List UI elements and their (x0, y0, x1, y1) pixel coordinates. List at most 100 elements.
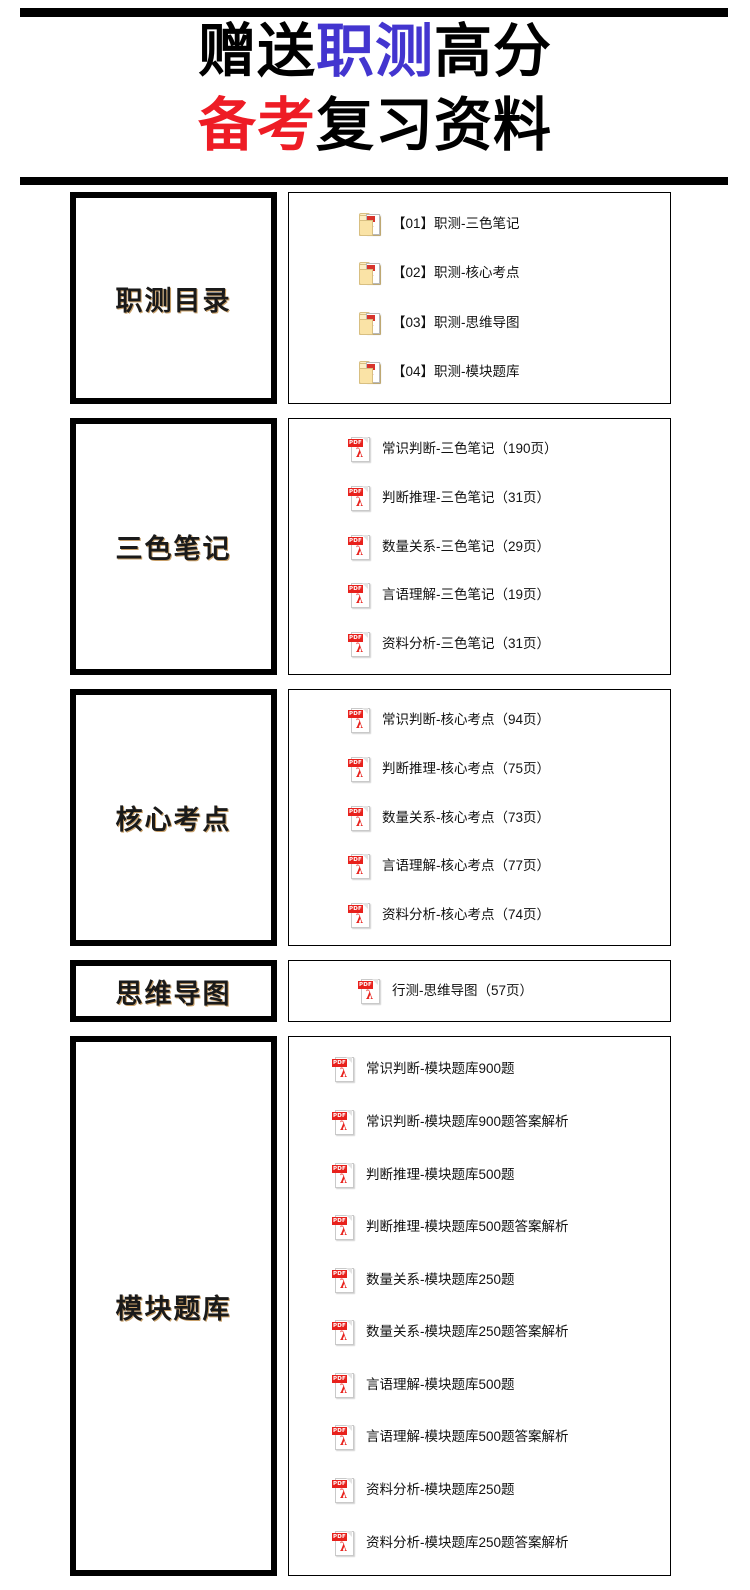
file-name-label: 常识判断-核心考点（94页） (382, 712, 551, 728)
title-segment-1: 赠送 (197, 17, 316, 85)
section-label: 思维导图 (115, 978, 232, 1010)
acrobat-glyph: λ (355, 592, 364, 608)
section-label-box: 职测目录 (70, 192, 277, 404)
pdf-tag-label: PDF (332, 1427, 347, 1436)
section-label-box: 思维导图 (70, 960, 277, 1022)
section-file-list: λ【01】职测-三色笔记 λ 【02】职测-核心考点 λ 【03】职测-思维导图 λ 【04… (288, 192, 671, 404)
section-label-box: 核心考点 (70, 689, 277, 946)
file-name-label: 判断推理-三色笔记（31页） (382, 489, 551, 505)
pdf-tag-label: PDF (348, 487, 363, 496)
pdf-tag-label: PDF (332, 1217, 347, 1226)
acrobat-glyph: λ (339, 1066, 348, 1082)
title-segment-2-highlight: 职测 (315, 17, 434, 85)
folder-front-shape (359, 269, 373, 286)
pdf-tag-label: PDF (348, 807, 363, 816)
catalog-section: 职测目录 λ【01】职测-三色笔记 λ 【02】职测-核心考点 λ 【03】职测-思维导图… (0, 192, 750, 404)
folder-front-shape (359, 368, 373, 385)
file-list-item[interactable]: λ 【03】职测-思维导图 (349, 298, 670, 348)
pdf-fold-shape (372, 979, 378, 985)
pdf-tag-label: PDF (332, 1164, 347, 1173)
folder-doc-tag (367, 314, 375, 321)
file-list-item[interactable]: λ 【04】职测-模块题库 (349, 348, 670, 398)
folder-pdf-icon: λ (357, 259, 383, 287)
file-name-label: 【03】职测-思维导图 (392, 314, 520, 330)
catalog-sections: 职测目录 λ【01】职测-三色笔记 λ 【02】职测-核心考点 λ 【03】职测-思维导图… (0, 192, 750, 1590)
file-list-item[interactable]: λ【01】职测-三色笔记 (349, 199, 670, 249)
file-name-label: 数量关系-核心考点（73页） (382, 809, 551, 825)
header-title-line-1: 赠送职测高分 (0, 14, 750, 88)
pdf-fold-shape (346, 1215, 352, 1222)
file-name-label: 资料分析-模块题库250题答案解析 (366, 1534, 569, 1550)
section-label: 核心考点 (115, 805, 232, 836)
title-segment-3: 高分 (434, 17, 553, 85)
file-name-label: 判断推理-模块题库500题 (366, 1166, 515, 1182)
pdf-tag-label: PDF (332, 1111, 347, 1120)
pdf-tag-label: PDF (348, 758, 363, 767)
file-name-label: 【04】职测-模块题库 (392, 364, 520, 380)
pdf-fold-shape (346, 1267, 352, 1274)
file-name-label: 【02】职测-核心考点 (392, 265, 520, 281)
acrobat-glyph: λ (339, 1118, 348, 1134)
pdf-fold-shape (362, 805, 368, 812)
folder-front-shape (359, 318, 373, 335)
pdf-fold-shape (346, 1372, 352, 1379)
pdf-tag-label: PDF (348, 536, 363, 545)
folder-pdf-icon: λ (357, 358, 383, 386)
pdf-fold-shape (346, 1530, 352, 1537)
file-name-label: 数量关系-模块题库250题答案解析 (366, 1324, 569, 1340)
pdf-tag-label: PDF (332, 1059, 347, 1068)
acrobat-glyph: λ (339, 1539, 348, 1555)
file-name-label: 判断推理-模块题库500题答案解析 (366, 1219, 569, 1235)
acrobat-glyph: λ (355, 765, 364, 781)
acrobat-glyph: λ (339, 1224, 348, 1240)
pdf-fold-shape (346, 1478, 352, 1485)
acrobat-glyph: λ (355, 494, 364, 510)
section-label-box: 三色笔记 (70, 418, 277, 675)
pdf-tag-label: PDF (348, 439, 363, 448)
file-list-item[interactable]: λ 【02】职测-核心考点 (349, 249, 670, 299)
pdf-fold-shape (346, 1162, 352, 1169)
folder-doc-tag (367, 265, 375, 272)
acrobat-glyph: λ (355, 814, 364, 830)
folder-pdf-icon: λ (357, 309, 383, 337)
pdf-fold-shape (362, 534, 368, 541)
pdf-fold-shape (362, 631, 368, 638)
header-rule-bottom (20, 177, 728, 185)
acrobat-glyph: λ (355, 911, 364, 927)
pdf-tag-label: PDF (348, 904, 363, 913)
pdf-fold-shape (362, 902, 368, 909)
file-name-label: 言语理解-模块题库500题答案解析 (366, 1429, 569, 1445)
